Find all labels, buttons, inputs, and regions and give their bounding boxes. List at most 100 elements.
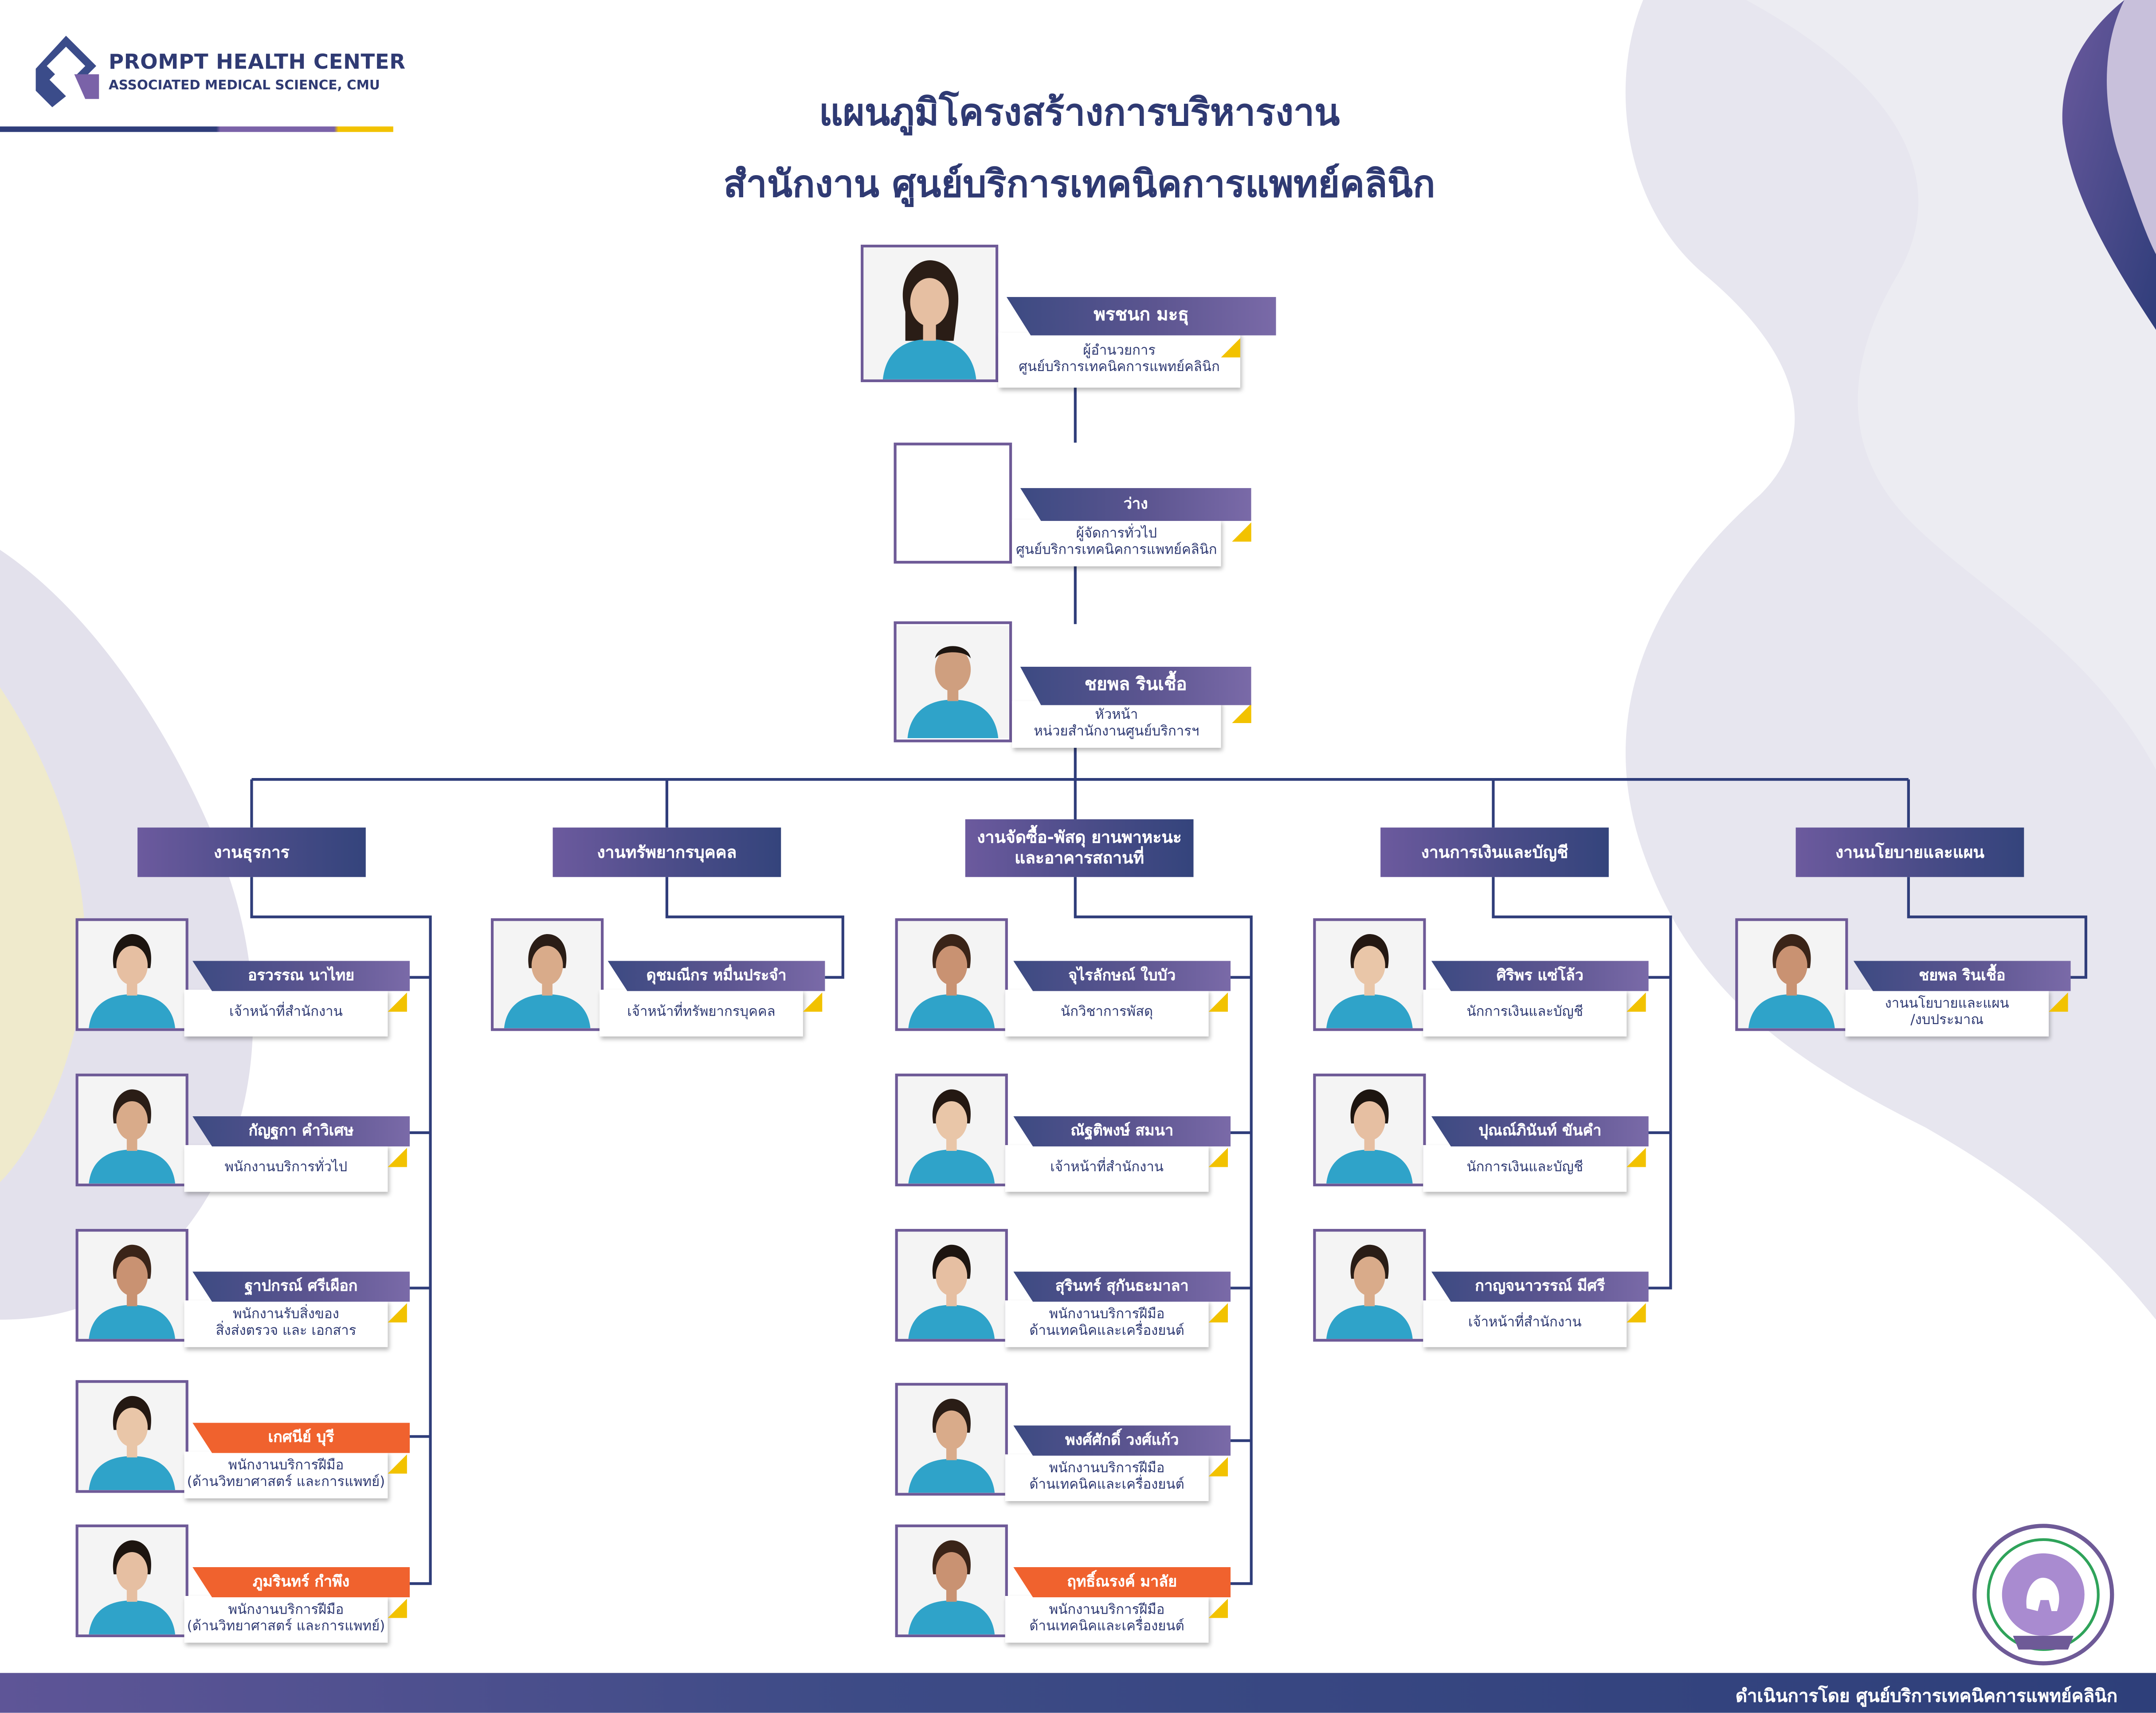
logo-title: PROMPT HEALTH CENTER [108, 49, 406, 74]
staff-photo [75, 1524, 188, 1638]
yellow-corner-accent [1221, 338, 1240, 358]
yellow-corner-accent [1627, 1148, 1646, 1167]
staff-photo [895, 1524, 1008, 1638]
logo-subtitle: ASSOCIATED MEDICAL SCIENCE, CMU [108, 78, 380, 94]
staff-role-line2: ด้านเทคนิคและเครื่องยนต์ [1029, 1324, 1184, 1339]
head-role-line2: หน่วยสำนักงานศูนย์บริการฯ [1034, 724, 1200, 740]
staff-role-line1: นักการเงินและบัญชี [1466, 1160, 1584, 1176]
staff-role-line1: พนักงานบริการฝีมือ [1049, 1461, 1165, 1477]
footer-bar: ดำเนินการโดย ศูนย์บริการเทคนิคการแพทย์คล… [0, 1673, 2156, 1713]
yellow-corner-accent [803, 992, 823, 1012]
footer-text: ดำเนินการโดย ศูนย์บริการเทคนิคการแพทย์คล… [1735, 1686, 2118, 1708]
dept-admin-header: งานธุรการ [137, 827, 366, 877]
staff-name: ดุชมณีกร หมื่นประจำ [608, 961, 825, 991]
manager-photo-placeholder [894, 442, 1012, 564]
staff-role-box: พนักงานบริการทั่วไป [184, 1145, 388, 1192]
staff-role-line1: พนักงานบริการฝีมือ [228, 1603, 344, 1618]
staff-photo [895, 1073, 1008, 1186]
staff-photo [895, 1383, 1008, 1496]
dept-procurement-header: งานจัดซื้อ-พัสดุ ยานพาหะนะและอาคารสถานที… [965, 819, 1194, 877]
manager-role-box: ผู้จัดการทั่วไป ศูนย์บริการเทคนิคการแพทย… [1012, 520, 1221, 567]
staff-name: ณัฐติพงษ์ สมนา [1013, 1116, 1231, 1147]
staff-role-line1: นักวิชาการพัสดุ [1061, 1005, 1153, 1020]
staff-name: ชยพล รินเชื้อ [1853, 961, 2071, 991]
staff-role-box: เจ้าหน้าที่ทรัพยากรบุคคล [599, 989, 803, 1036]
manager-role-line1: ผู้จัดการทั่วไป [1076, 526, 1157, 542]
staff-photo [1313, 918, 1426, 1031]
yellow-corner-accent [388, 992, 407, 1012]
staff-role-line1: เจ้าหน้าที่สำนักงาน [229, 1005, 343, 1020]
staff-role-line2: (ด้านวิทยาศาสตร์ และการแพทย์) [187, 1475, 385, 1490]
staff-name: จุไรลักษณ์ ใบบัว [1013, 961, 1231, 991]
yellow-corner-accent [388, 1599, 407, 1618]
head-role-box: หัวหน้า หน่วยสำนักงานศูนย์บริการฯ [1012, 701, 1221, 748]
staff-role-line2: ด้านเทคนิคและเครื่องยนต์ [1029, 1478, 1184, 1493]
staff-photo [1313, 1073, 1426, 1186]
staff-role-line1: เจ้าหน้าที่ทรัพยากรบุคคล [627, 1005, 776, 1020]
staff-name: ปุณณ์ภินันท์ ขันคำ [1431, 1116, 1649, 1147]
director-photo [861, 244, 999, 383]
logo-icon [35, 35, 99, 107]
dept-hr-header: งานทรัพยากรบุคคล [553, 827, 781, 877]
staff-role-line1: พนักงานรับสิ่งของ [233, 1307, 339, 1322]
director-role-line2: ศูนย์บริการเทคนิคการแพทย์คลินิก [1019, 360, 1220, 375]
staff-role-box: นักการเงินและบัญชี [1423, 989, 1627, 1036]
staff-role-box: เจ้าหน้าที่สำนักงาน [184, 989, 388, 1036]
yellow-corner-accent [1232, 704, 1251, 724]
staff-name: ภูมรินทร์ กำพึง [192, 1567, 410, 1598]
staff-role-line1: เจ้าหน้าที่สำนักงาน [1050, 1160, 1164, 1176]
staff-role-box: งานนโยบายและแผน/งบประมาณ [1845, 989, 2049, 1036]
clinic-seal-emblem [1972, 1524, 2114, 1666]
director-role-box: ผู้อำนวยการ ศูนย์บริการเทคนิคการแพทย์คลิ… [998, 332, 1240, 388]
staff-name: อรวรรณ นาไทย [192, 961, 410, 991]
staff-photo [1313, 1229, 1426, 1342]
staff-role-line1: งานนโยบายและแผน [1885, 997, 2009, 1012]
dept-policy-header: งานนโยบายและแผน [1795, 827, 2024, 877]
staff-photo [1735, 918, 1848, 1031]
head-name: ชยพล รินเชื้อ [1020, 666, 1251, 705]
director-role-line1: ผู้อำนวยการ [1083, 344, 1156, 359]
yellow-corner-accent [2049, 992, 2068, 1012]
staff-role-line2: (ด้านวิทยาศาสตร์ และการแพทย์) [187, 1619, 385, 1635]
yellow-corner-accent [1208, 1599, 1228, 1618]
head-role-line1: หัวหน้า [1095, 708, 1138, 724]
head-photo [894, 621, 1012, 743]
staff-role-box: เจ้าหน้าที่สำนักงาน [1005, 1145, 1209, 1192]
page-subtitle: สำนักงาน ศูนย์บริการเทคนิคการแพทย์คลินิก [723, 163, 1435, 207]
staff-name: สุรินทร์ สุกันธะมาลา [1013, 1271, 1231, 1302]
staff-role-box: เจ้าหน้าที่สำนักงาน [1423, 1300, 1627, 1347]
yellow-corner-accent [388, 1454, 407, 1474]
staff-role-line1: พนักงานบริการฝีมือ [1049, 1603, 1165, 1618]
staff-photo [75, 1073, 188, 1186]
staff-role-line1: นักการเงินและบัญชี [1466, 1005, 1584, 1020]
staff-photo [75, 918, 188, 1031]
staff-role-box: นักการเงินและบัญชี [1423, 1145, 1627, 1192]
manager-role-line2: ศูนย์บริการเทคนิคการแพทย์คลินิก [1016, 543, 1217, 558]
yellow-corner-accent [388, 1148, 407, 1167]
staff-photo [490, 918, 604, 1031]
staff-name: ศิริพร แซ่โล้ว [1431, 961, 1649, 991]
staff-role-line2: สิ่งส่งตรวจ และ เอกสาร [216, 1324, 357, 1339]
yellow-corner-accent [1627, 992, 1646, 1012]
yellow-corner-accent [1208, 992, 1228, 1012]
staff-role-box: พนักงานบริการฝีมือ(ด้านวิทยาศาสตร์ และกา… [184, 1451, 388, 1498]
dept-finance-header: งานการเงินและบัญชี [1380, 827, 1609, 877]
yellow-corner-accent [388, 1303, 407, 1322]
staff-photo [75, 1229, 188, 1342]
staff-role-line2: /งบประมาณ [1910, 1013, 1984, 1029]
staff-photo [895, 1229, 1008, 1342]
staff-role-line2: ด้านเทคนิคและเครื่องยนต์ [1029, 1619, 1184, 1635]
staff-role-line1: พนักงานบริการฝีมือ [228, 1458, 344, 1474]
yellow-corner-accent [1208, 1303, 1228, 1322]
staff-name: กัญฐกา คำวิเศษ [192, 1116, 410, 1147]
staff-photo [75, 1380, 188, 1493]
yellow-corner-accent [1208, 1148, 1228, 1167]
manager-name: ว่าง [1020, 488, 1251, 521]
staff-role-box: พนักงานบริการฝีมือด้านเทคนิคและเครื่องยน… [1005, 1454, 1209, 1502]
staff-name: กาญจนาวรรณ์ มีศรี [1431, 1271, 1649, 1302]
yellow-corner-accent [1232, 522, 1251, 542]
director-name: พรชนก มะธุ [1006, 297, 1276, 336]
staff-role-box: พนักงานบริการฝีมือด้านเทคนิคและเครื่องยน… [1005, 1300, 1209, 1347]
